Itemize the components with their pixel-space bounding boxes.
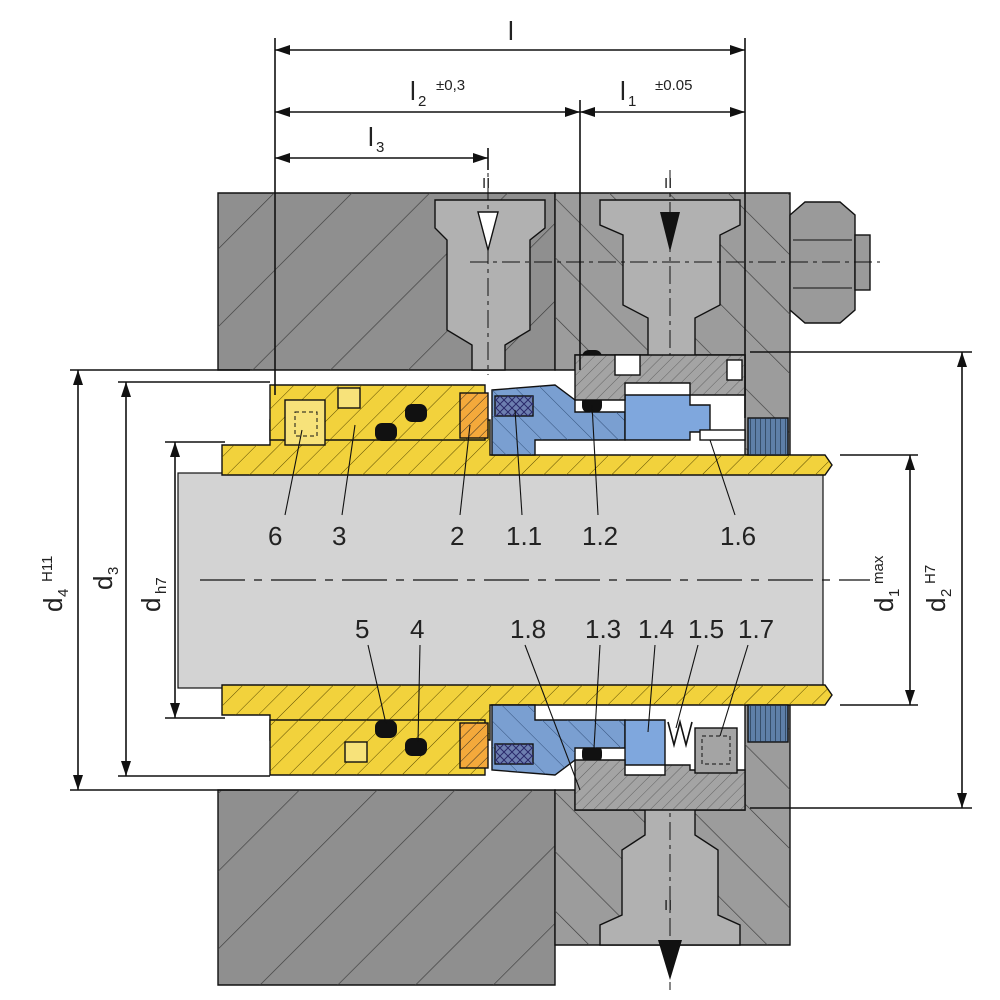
part-label-1-4: 1.4 — [638, 614, 674, 644]
shaft — [177, 472, 870, 689]
spring-icon — [667, 718, 693, 749]
label-d3: d — [88, 576, 118, 590]
label-d1-sub: 1 — [886, 589, 903, 597]
label-l: l — [508, 16, 514, 46]
label-l3: l — [368, 122, 374, 152]
dimension-labels: l l 2 ±0,3 l 1 ±0.05 l 3 d 4 H11 d 3 d h… — [38, 16, 955, 914]
flow-marker-inlet-2: II — [664, 175, 672, 192]
label-d1: d — [869, 598, 899, 612]
flow-marker-inlet-1: II — [482, 175, 490, 192]
label-d4-tol: H11 — [39, 556, 56, 582]
part-label-6: 6 — [268, 521, 282, 551]
label-l1: l — [620, 76, 626, 106]
part-label-1-6: 1.6 — [720, 521, 756, 551]
seal-faces — [491, 354, 746, 811]
label-d2: d — [921, 598, 951, 612]
shaft-sleeve — [221, 384, 833, 776]
label-l1-sub: 1 — [628, 93, 636, 110]
part-label-1-2: 1.2 — [582, 521, 618, 551]
label-d3-sub: 3 — [105, 567, 122, 575]
part-label-1-5: 1.5 — [688, 614, 724, 644]
label-l1-tol: ±0.05 — [655, 77, 692, 94]
part-label-4: 4 — [410, 614, 424, 644]
inlet-arrow-hollow — [477, 211, 499, 253]
label-d2-sub: 2 — [938, 589, 955, 597]
label-d: d — [136, 598, 166, 612]
flush-ports — [434, 150, 880, 990]
flow-marker-outlet: II — [664, 897, 672, 914]
part-label-3: 3 — [332, 521, 346, 551]
part-label-2: 2 — [450, 521, 464, 551]
label-l3-sub: 3 — [376, 139, 384, 156]
part-label-1-1: 1.1 — [506, 521, 542, 551]
dimension-lines — [70, 38, 972, 809]
label-l2-tol: ±0,3 — [436, 77, 465, 94]
part-label-5: 5 — [355, 614, 369, 644]
label-d4: d — [38, 598, 68, 612]
label-d4-sub: 4 — [55, 589, 72, 597]
part-labels: 6 3 2 1.1 1.2 1.6 5 4 1.8 1.3 1.4 1.5 1.… — [268, 521, 774, 644]
label-d1-tol: max — [870, 555, 887, 584]
part-label-1-8: 1.8 — [510, 614, 546, 644]
inlet-arrow-solid — [660, 212, 680, 252]
part-label-1-3: 1.3 — [585, 614, 621, 644]
label-d-tol: h7 — [153, 577, 170, 594]
leader-lines — [284, 404, 749, 791]
label-l2-sub: 2 — [418, 93, 426, 110]
label-l2: l — [410, 76, 416, 106]
outlet-arrow-solid — [658, 940, 682, 980]
drive-collars — [747, 417, 789, 743]
label-d2-tol: H7 — [922, 565, 939, 584]
part-label-1-7: 1.7 — [738, 614, 774, 644]
